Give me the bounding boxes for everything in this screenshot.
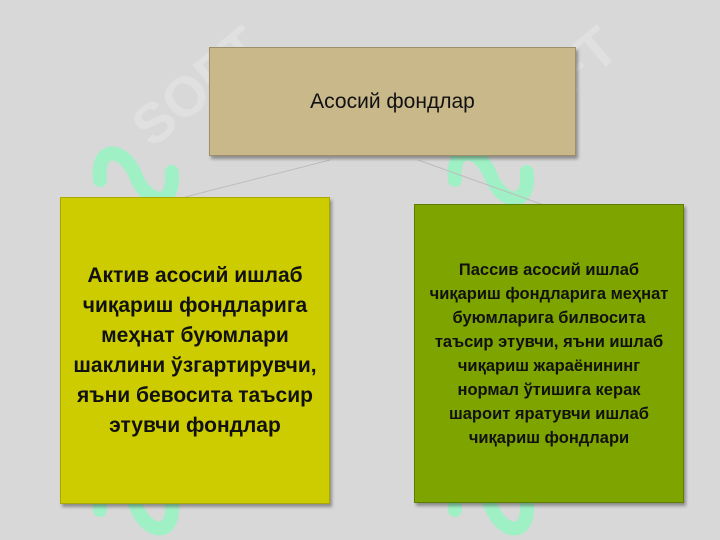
child-node-active-funds: Актив асосий ишлаб чиқариш фондларига ме…	[60, 197, 330, 504]
child-node-passive-funds-label: Пассив асосий ишлаб чиқариш фондларига м…	[429, 260, 669, 447]
connector-right	[417, 159, 542, 205]
root-node: Асосий фондлар	[209, 47, 576, 156]
connector-left	[184, 159, 331, 198]
root-node-label: Асосий фондлар	[310, 89, 475, 113]
child-node-passive-funds: Пассив асосий ишлаб чиқариш фондларига м…	[414, 204, 684, 503]
child-node-active-funds-label: Актив асосий ишлаб чиқариш фондларига ме…	[73, 263, 317, 437]
